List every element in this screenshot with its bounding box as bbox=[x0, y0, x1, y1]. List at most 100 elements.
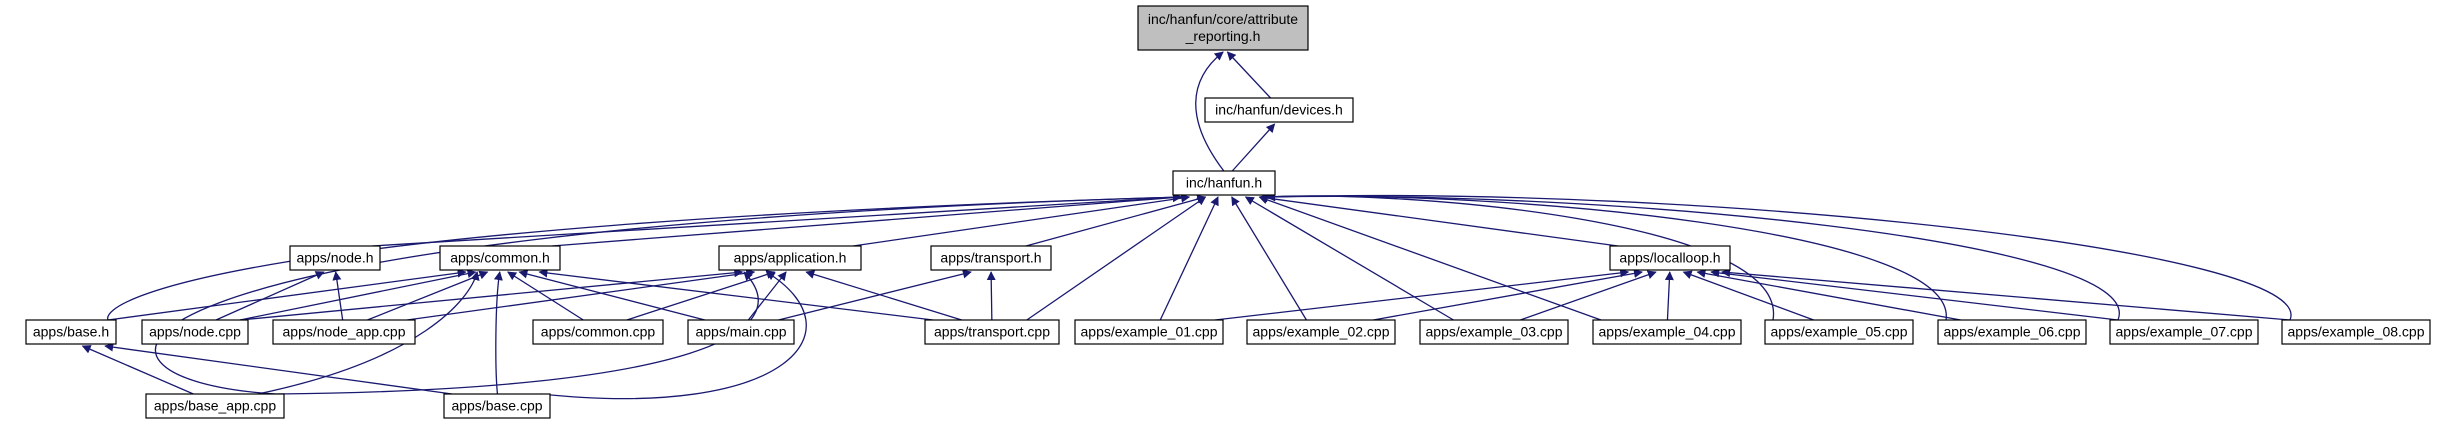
edge-hanfun-to-devices bbox=[1231, 123, 1276, 172]
edge-common_cpp-to-common_h bbox=[507, 271, 584, 321]
node-example-04[interactable]: apps/example_04.cpp bbox=[1592, 319, 1742, 345]
node-box bbox=[145, 393, 285, 419]
node-example-06[interactable]: apps/example_06.cpp bbox=[1937, 319, 2087, 345]
edge-example_08-to-localloop_h bbox=[1721, 268, 2291, 321]
node-label: apps/node.h bbox=[296, 249, 373, 265]
node-label: apps/node.cpp bbox=[149, 323, 241, 339]
node-label: apps/base_app.cpp bbox=[154, 397, 276, 413]
edge-devices-to-attribute_reporting bbox=[1226, 51, 1272, 99]
node-label: inc/hanfun.h bbox=[1186, 174, 1262, 190]
node-devices[interactable]: inc/hanfun/devices.h bbox=[1204, 97, 1354, 123]
node-base-app-cpp[interactable]: apps/base_app.cpp bbox=[145, 393, 285, 419]
edge-transport_cpp-to-application_h bbox=[805, 270, 962, 321]
edge-base_cpp-to-common_h bbox=[493, 271, 503, 395]
node-base-h[interactable]: apps/base.h bbox=[25, 319, 117, 345]
edge-base_h-to-hanfun bbox=[107, 192, 1182, 321]
node-example-03[interactable]: apps/example_03.cpp bbox=[1419, 319, 1569, 345]
node-box bbox=[687, 319, 795, 345]
node-example-02[interactable]: apps/example_02.cpp bbox=[1246, 319, 1396, 345]
node-box bbox=[439, 245, 561, 271]
node-label: apps/common.cpp bbox=[541, 323, 656, 339]
edge-localloop_h-to-hanfun bbox=[1258, 193, 1619, 247]
node-attribute-reporting[interactable]: inc/hanfun/core/attribute_reporting.h bbox=[1137, 5, 1309, 51]
node-label: apps/example_07.cpp bbox=[2116, 323, 2253, 339]
node-label: apps/example_04.cpp bbox=[1599, 323, 1736, 339]
node-box bbox=[1609, 245, 1731, 271]
node-box bbox=[272, 319, 416, 345]
node-main-cpp[interactable]: apps/main.cpp bbox=[687, 319, 795, 345]
node-box bbox=[2109, 319, 2259, 345]
node-box bbox=[1419, 319, 1569, 345]
node-label: _reporting.h bbox=[1185, 28, 1261, 44]
edge-transport_cpp-to-hanfun bbox=[1026, 196, 1207, 321]
node-label: apps/example_05.cpp bbox=[1771, 323, 1908, 339]
edge-example_01-to-localloop_h bbox=[1214, 268, 1630, 321]
edge-example_07-to-hanfun bbox=[1266, 192, 2120, 321]
node-box bbox=[1937, 319, 2087, 345]
node-common-cpp[interactable]: apps/common.cpp bbox=[532, 319, 664, 345]
node-common-h[interactable]: apps/common.h bbox=[439, 245, 561, 271]
node-label: apps/node_app.cpp bbox=[283, 323, 406, 339]
edge-base_app_cpp-to-application_h bbox=[275, 271, 759, 395]
node-label: inc/hanfun/devices.h bbox=[1215, 101, 1343, 117]
edge-main_cpp-to-common_h bbox=[518, 269, 706, 321]
edge-main_cpp-to-application_h bbox=[747, 271, 787, 321]
edge-example_07-to-localloop_h bbox=[1710, 268, 2119, 321]
edge-example_04-to-hanfun bbox=[1258, 195, 1602, 321]
node-label: apps/application.h bbox=[734, 249, 847, 265]
node-label: apps/base.cpp bbox=[451, 397, 542, 413]
node-example-01[interactable]: apps/example_01.cpp bbox=[1074, 319, 1224, 345]
edge-example_05-to-localloop_h bbox=[1682, 270, 1814, 321]
node-label: apps/example_03.cpp bbox=[1426, 323, 1563, 339]
node-hanfun[interactable]: inc/hanfun.h bbox=[1172, 170, 1276, 196]
node-example-07[interactable]: apps/example_07.cpp bbox=[2109, 319, 2259, 345]
edge-example_06-to-hanfun bbox=[1266, 192, 1947, 321]
node-box bbox=[141, 319, 249, 345]
edge-node_cpp-to-common_h bbox=[239, 269, 477, 321]
node-label: apps/transport.h bbox=[940, 249, 1041, 265]
edge-transport_cpp-to-transport_h bbox=[986, 271, 996, 321]
node-localloop-h[interactable]: apps/localloop.h bbox=[1609, 245, 1731, 271]
node-box bbox=[1246, 319, 1396, 345]
node-transport-h[interactable]: apps/transport.h bbox=[930, 245, 1052, 271]
node-box bbox=[930, 245, 1052, 271]
node-box bbox=[924, 319, 1060, 345]
node-application-h[interactable]: apps/application.h bbox=[718, 245, 862, 271]
edge-transport_h-to-hanfun bbox=[1025, 194, 1207, 247]
edge-node_app_cpp-to-application_h bbox=[406, 268, 756, 321]
edge-example_02-to-hanfun bbox=[1231, 196, 1308, 321]
node-example-05[interactable]: apps/example_05.cpp bbox=[1764, 319, 1914, 345]
node-node-cpp[interactable]: apps/node.cpp bbox=[141, 319, 249, 345]
node-example-08[interactable]: apps/example_08.cpp bbox=[2281, 319, 2431, 345]
node-box bbox=[1764, 319, 1914, 345]
edge-application_h-to-hanfun bbox=[852, 193, 1191, 247]
edge-node_cpp-to-application_h bbox=[239, 268, 744, 321]
node-label: apps/example_01.cpp bbox=[1081, 323, 1218, 339]
node-box bbox=[1204, 97, 1354, 123]
node-label: apps/base.h bbox=[33, 323, 109, 339]
node-base-cpp[interactable]: apps/base.cpp bbox=[443, 393, 551, 419]
node-node-app-cpp[interactable]: apps/node_app.cpp bbox=[272, 319, 416, 345]
node-box bbox=[1137, 5, 1309, 51]
node-transport-cpp[interactable]: apps/transport.cpp bbox=[924, 319, 1060, 345]
node-label: apps/common.h bbox=[450, 249, 550, 265]
node-box bbox=[1172, 170, 1276, 196]
node-box bbox=[1592, 319, 1742, 345]
edge-base_h-to-common_h bbox=[107, 268, 467, 321]
node-box bbox=[25, 319, 117, 345]
node-label: inc/hanfun/core/attribute bbox=[1148, 11, 1298, 27]
edge-node_app_cpp-to-common_h bbox=[367, 270, 489, 321]
edge-transport_cpp-to-common_h bbox=[538, 268, 934, 321]
edge-example_04-to-localloop_h bbox=[1664, 271, 1674, 321]
node-label: apps/main.cpp bbox=[695, 323, 786, 339]
edge-node_h-to-hanfun bbox=[371, 192, 1182, 247]
edge-common_h-to-hanfun bbox=[551, 193, 1182, 247]
node-label: apps/example_08.cpp bbox=[2288, 323, 2425, 339]
edge-hanfun-to-attribute_reporting bbox=[1195, 51, 1225, 172]
node-label: apps/localloop.h bbox=[1619, 249, 1720, 265]
edge-main_cpp-to-transport_h bbox=[778, 269, 972, 321]
node-node-h[interactable]: apps/node.h bbox=[289, 245, 381, 271]
node-label: apps/example_02.cpp bbox=[1253, 323, 1390, 339]
node-box bbox=[532, 319, 664, 345]
edge-base_cpp-to-application_h bbox=[540, 271, 807, 400]
